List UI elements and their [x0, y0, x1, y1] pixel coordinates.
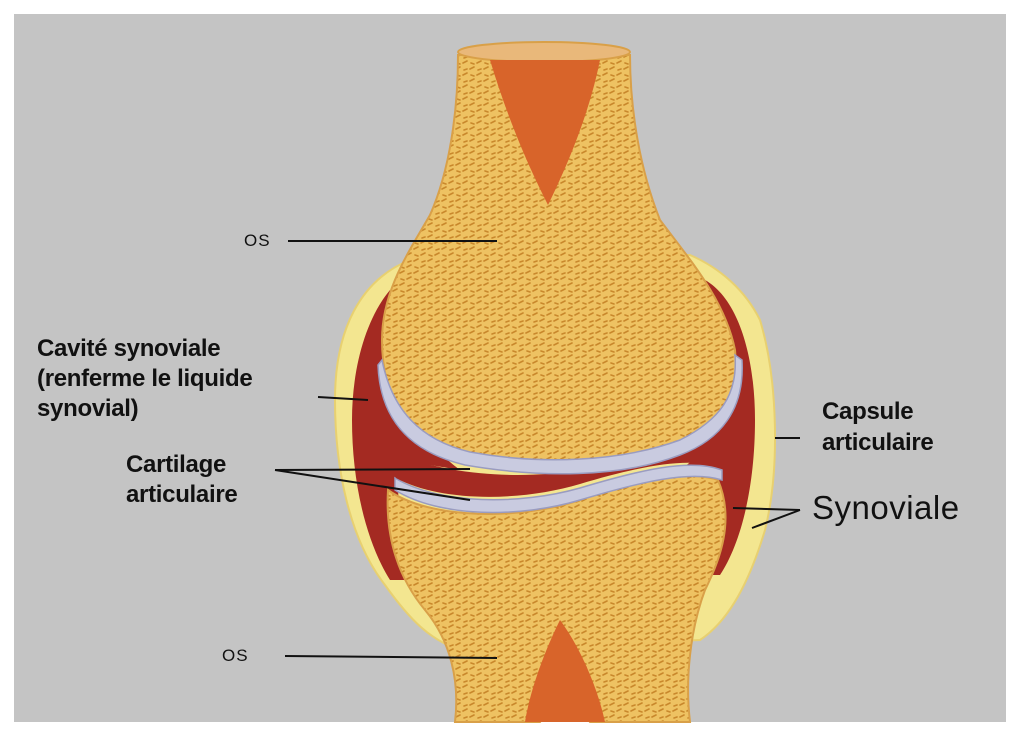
label-cartilage-line1: Cartilage: [126, 450, 226, 480]
label-capsule-line1: Capsule: [822, 397, 913, 427]
label-synoviale: Synoviale: [812, 489, 960, 527]
label-cartilage-line2: articulaire: [126, 480, 237, 510]
label-os-bottom: OS: [222, 646, 249, 666]
label-cavite-line2: (renferme le liquide: [37, 364, 252, 394]
label-os-top: OS: [244, 231, 271, 251]
upper-bone-cap: [458, 42, 630, 62]
leader-cartilage-upper: [275, 469, 470, 470]
label-capsule-line2: articulaire: [822, 428, 933, 458]
label-cavite-line3: synovial): [37, 394, 138, 424]
label-cavite-line1: Cavité synoviale: [37, 334, 220, 364]
